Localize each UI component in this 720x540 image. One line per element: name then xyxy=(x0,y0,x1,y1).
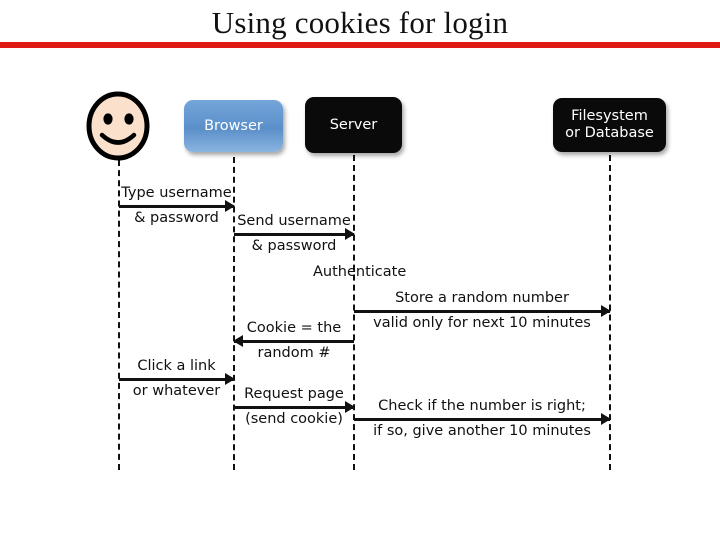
actor-storage-label-line1: Filesystem xyxy=(571,108,648,124)
note-authenticate: Authenticate xyxy=(313,264,407,280)
arrowhead-right-icon xyxy=(601,305,611,317)
message-label-above: Check if the number is right; xyxy=(378,398,586,414)
message-label-below: & password xyxy=(251,238,337,254)
message-label-below: (send cookie) xyxy=(245,411,343,427)
arrowhead-right-icon xyxy=(225,373,235,385)
message-label-below: valid only for next 10 minutes xyxy=(373,315,591,331)
actor-browser-label: Browser xyxy=(204,117,263,134)
actor-server-box[interactable]: Server xyxy=(305,97,402,153)
message-line xyxy=(234,233,354,236)
message-label-above: Cookie = the xyxy=(246,320,342,336)
lifeline-browser xyxy=(233,157,235,470)
actor-storage-label-line2: or Database xyxy=(565,125,654,141)
arrowhead-left-icon xyxy=(233,335,243,347)
actor-server-label: Server xyxy=(329,116,378,133)
message-label-above: Store a random number xyxy=(395,290,569,306)
user-smiley-icon xyxy=(84,90,152,162)
footer-band xyxy=(0,490,720,540)
message-line xyxy=(234,406,354,409)
page-title: Using cookies for login xyxy=(211,5,509,40)
message-label-below: & password xyxy=(134,210,219,226)
message-line xyxy=(119,378,234,381)
title-underline-rule xyxy=(0,42,720,48)
message-label-above: Type username xyxy=(121,185,232,201)
message-label-below: if so, give another 10 minutes xyxy=(373,423,591,439)
message-line xyxy=(119,205,234,208)
arrowhead-right-icon xyxy=(225,200,235,212)
arrowhead-right-icon xyxy=(601,413,611,425)
message-label-below: random # xyxy=(257,345,331,361)
message-line xyxy=(354,310,610,313)
message-label-above: Request page xyxy=(244,386,344,402)
message-line xyxy=(234,340,354,343)
message-line xyxy=(354,418,610,421)
actor-storage-box[interactable]: Filesystem or Database xyxy=(553,98,666,152)
message-label-above: Send username xyxy=(237,213,351,229)
arrowhead-right-icon xyxy=(345,401,355,413)
actor-browser-box[interactable]: Browser xyxy=(184,100,283,152)
arrowhead-right-icon xyxy=(345,228,355,240)
message-label-below: or whatever xyxy=(132,383,221,399)
message-label-above: Click a link xyxy=(137,358,216,374)
lifeline-user xyxy=(118,160,120,470)
